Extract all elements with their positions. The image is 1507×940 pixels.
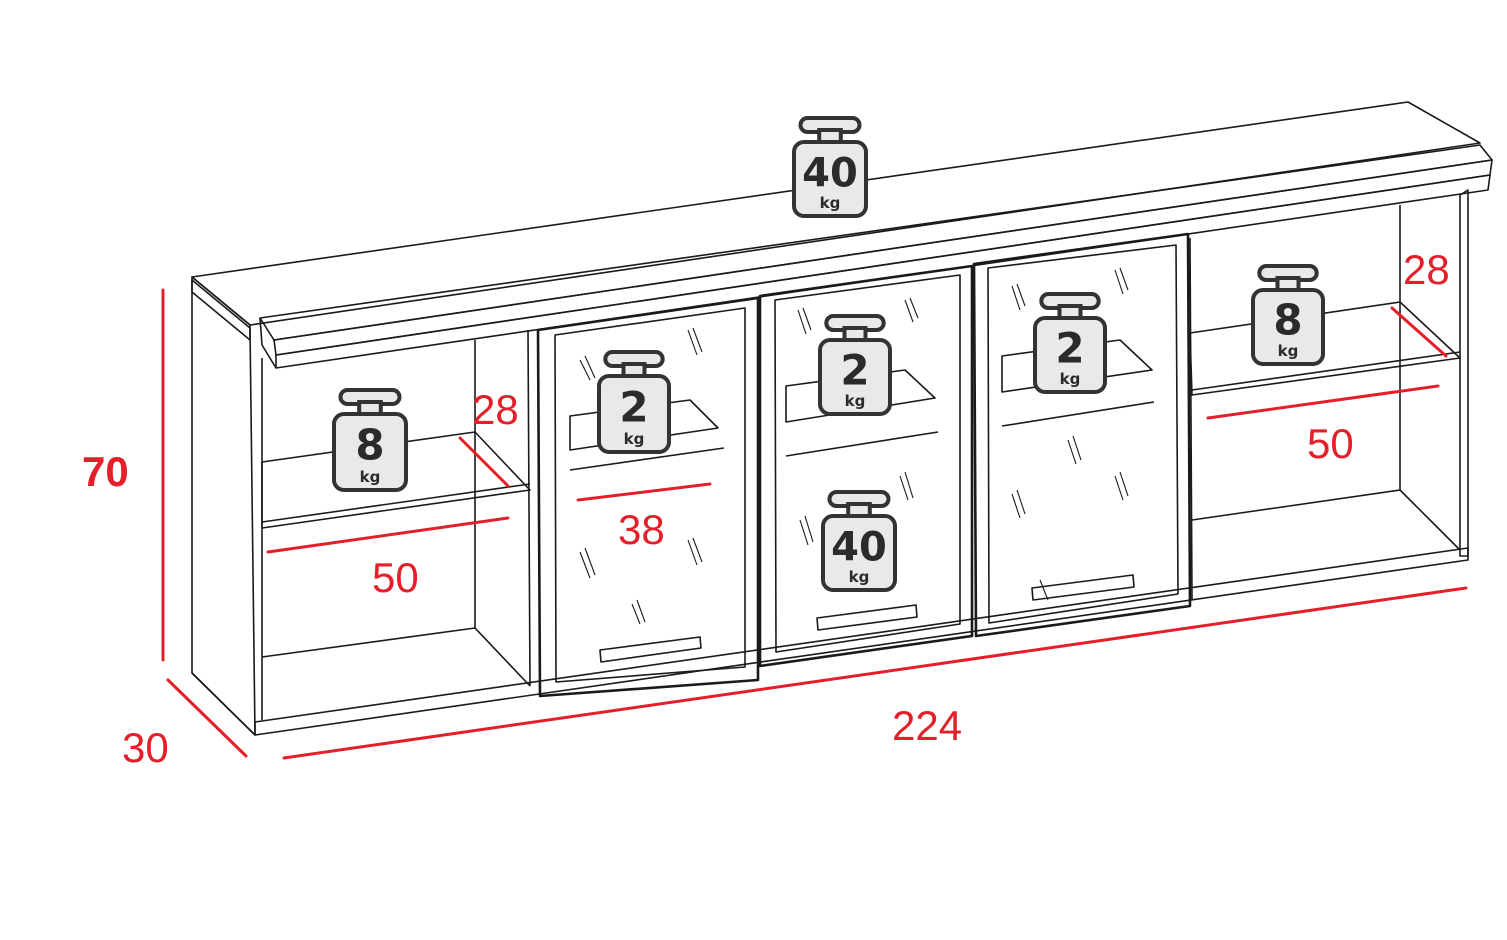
cabinet-drawing xyxy=(191,101,1493,736)
right-shelf-depth-line xyxy=(1390,306,1448,358)
weight-body xyxy=(332,412,408,492)
depth-label: 30 xyxy=(122,724,169,771)
width-line xyxy=(282,586,1468,760)
weight-value: 2 xyxy=(840,345,869,394)
weight-icon-left-shelf: 8kg xyxy=(332,388,408,492)
depth-line xyxy=(166,678,248,758)
weight-body xyxy=(818,338,892,416)
glass-shelf-width-line xyxy=(576,482,712,502)
weight-unit: kg xyxy=(849,568,870,586)
weight-unit: kg xyxy=(1060,370,1081,388)
left-shelf-height-label: 28 xyxy=(472,386,519,433)
right-shelf-height-label: 28 xyxy=(1403,246,1450,293)
right-shelf-width-line xyxy=(1206,384,1440,420)
weight-value: 40 xyxy=(831,524,887,570)
weight-value: 8 xyxy=(355,421,384,470)
weight-icon-glass-right-shelf: 2kg xyxy=(1033,292,1107,394)
weight-icon-right-shelf: 8kg xyxy=(1251,264,1325,366)
weight-unit: kg xyxy=(845,392,866,410)
left-shelf-width-line xyxy=(266,516,510,554)
left-shelf-width-label: 50 xyxy=(372,554,419,601)
left-shelf-depth-line xyxy=(458,436,510,488)
weight-unit: kg xyxy=(360,468,381,486)
right-shelf-width-label: 50 xyxy=(1307,420,1354,467)
weight-body xyxy=(792,140,868,218)
weight-body xyxy=(597,374,671,454)
weight-icon-glass-left-shelf: 2kg xyxy=(597,350,671,454)
weight-unit: kg xyxy=(820,194,841,212)
weight-value: 2 xyxy=(619,383,648,432)
weight-value: 8 xyxy=(1273,295,1302,344)
glass-reflections xyxy=(579,267,1129,625)
weight-unit: kg xyxy=(624,430,645,448)
dimension-lines xyxy=(161,288,1468,760)
weight-unit: kg xyxy=(1278,342,1299,360)
weight-value: 40 xyxy=(802,150,858,196)
glass-shelf-width-label: 38 xyxy=(618,506,665,553)
width-label: 224 xyxy=(892,702,962,749)
weight-body xyxy=(1033,316,1107,394)
dimension-labels: 70 30 224 28 50 38 28 50 xyxy=(82,246,1450,771)
weight-value: 2 xyxy=(1055,323,1084,372)
weight-body xyxy=(821,514,897,592)
weight-body xyxy=(1251,288,1325,366)
height-label: 70 xyxy=(82,448,129,495)
weight-icon-glass-center-shelf: 2kg xyxy=(818,314,892,416)
